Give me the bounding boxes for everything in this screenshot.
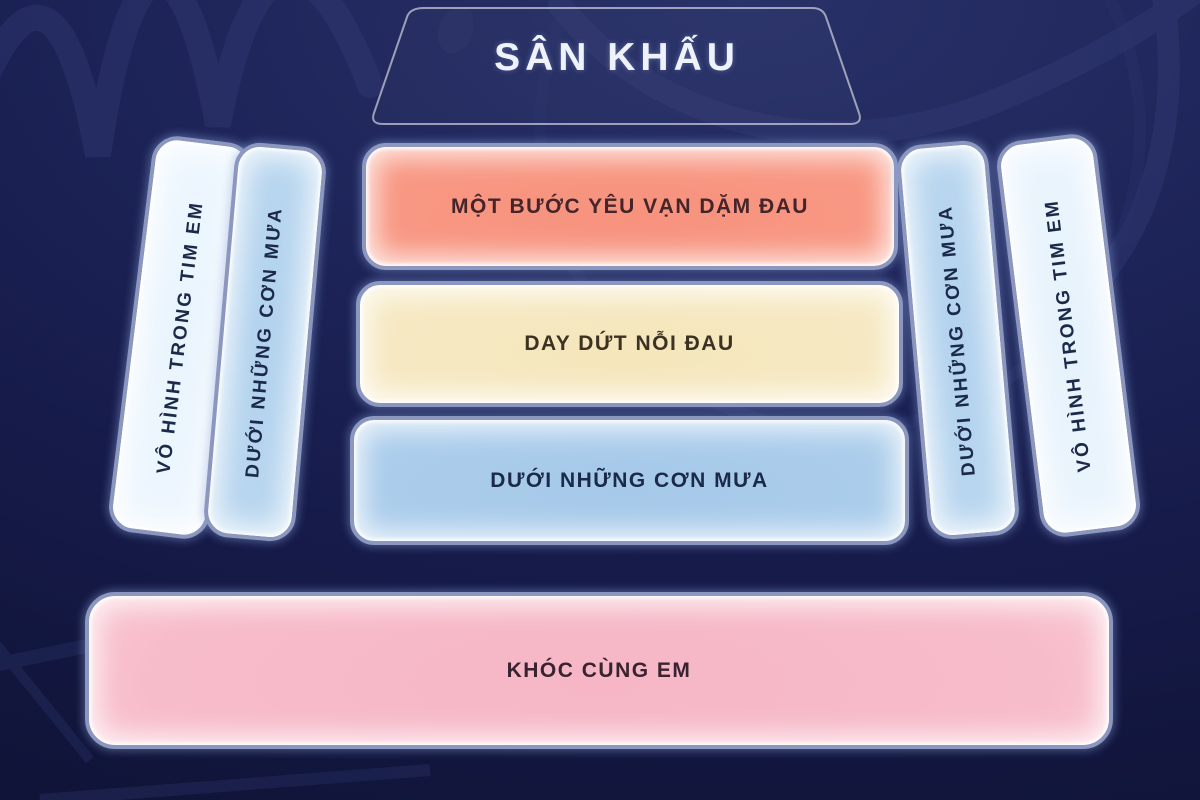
seat-block-back-row: KHÓC CÙNG EM	[85, 592, 1113, 749]
seat-block-row-3-label: DƯỚI NHỮNG CƠN MƯA	[490, 468, 769, 492]
seat-column-right-inner-label: DƯỚI NHỮNG CƠN MƯA	[935, 203, 980, 477]
seat-block-row-1: MỘT BƯỚC YÊU VẠN DẶM ĐAU	[362, 143, 898, 270]
seat-block-back-row-label: KHÓC CÙNG EM	[506, 658, 692, 682]
seat-block-row-2: DAY DỨT NỖI ĐAU	[356, 281, 903, 407]
seat-column-left-outer-label: VÔ HÌNH TRONG TIM EM	[152, 199, 208, 476]
seat-column-left-inner-label: DƯỚI NHỮNG CƠN MƯA	[242, 205, 287, 479]
seat-column-right-outer-label: VÔ HÌNH TRONG TIM EM	[1040, 197, 1096, 474]
stage-outline	[372, 7, 861, 125]
seat-column-right-outer: VÔ HÌNH TRONG TIM EM	[994, 131, 1143, 540]
seat-block-row-1-label: MỘT BƯỚC YÊU VẠN DẶM ĐAU	[451, 194, 809, 218]
stage-label: SÂN KHẤU	[494, 36, 740, 79]
seat-block-row-2-label: DAY DỨT NỖI ĐAU	[524, 332, 735, 355]
seat-block-row-3: DƯỚI NHỮNG CƠN MƯA	[350, 416, 909, 545]
